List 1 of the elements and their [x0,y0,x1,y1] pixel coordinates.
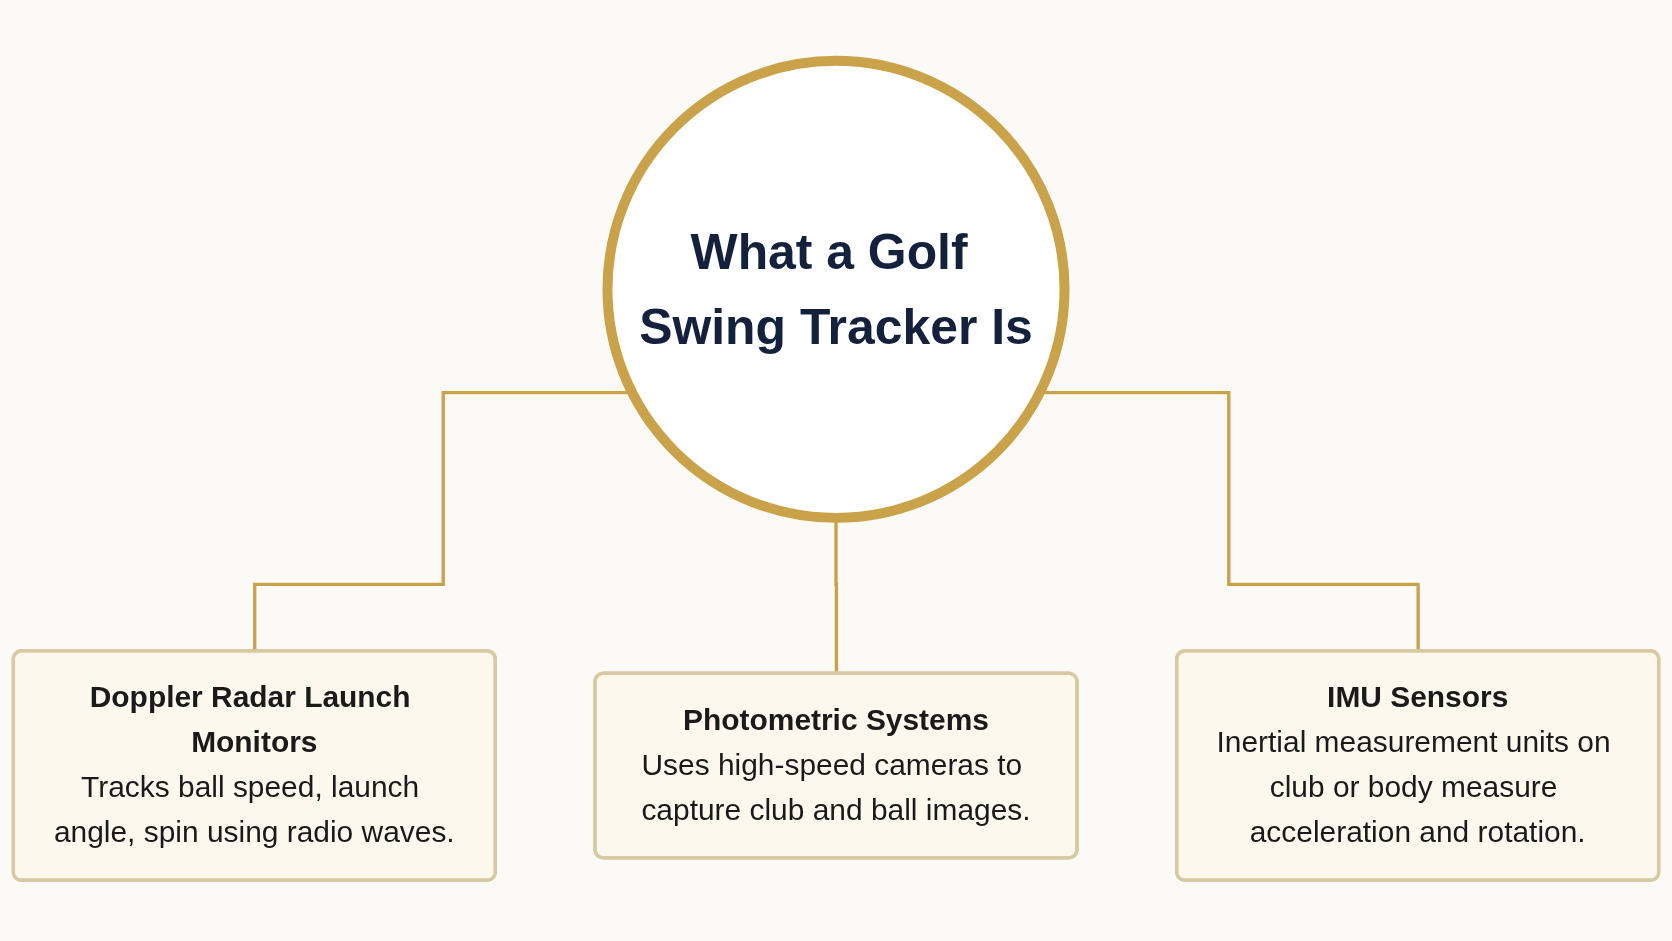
node-circle: What a Golf Swing Tracker Is [602,55,1070,523]
